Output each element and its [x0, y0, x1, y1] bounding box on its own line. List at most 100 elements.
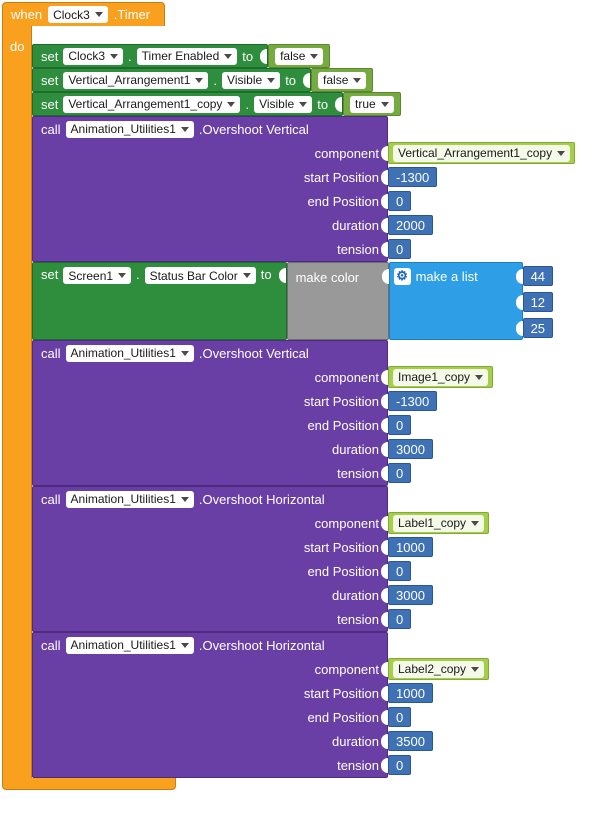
number-block[interactable]: 0: [388, 707, 412, 727]
property-dropdown[interactable]: Visible: [254, 95, 313, 113]
param-row-end-position: end Position 0: [33, 705, 412, 729]
number-block[interactable]: 1000: [388, 683, 433, 703]
param-row-start-position: start Position -1300: [33, 389, 438, 413]
component-getter-block[interactable]: Label1_copy: [388, 512, 490, 534]
value-socket: [381, 539, 388, 555]
number-block[interactable]: 0: [388, 239, 412, 259]
when-block-footer: [2, 778, 176, 790]
number-block[interactable]: 3500: [388, 731, 433, 751]
component-dropdown[interactable]: Vertical_Arrangement1: [63, 71, 209, 89]
extension-dropdown[interactable]: Animation_Utilities1: [65, 636, 194, 654]
mutator-gear-icon[interactable]: ⚙: [393, 267, 411, 285]
number-block[interactable]: 0: [388, 415, 412, 435]
setter-block[interactable]: set Vertical_Arrangement1_copy . Visible…: [32, 92, 344, 116]
value-socket: [381, 661, 388, 677]
value-socket: [381, 193, 388, 209]
number-block[interactable]: 3000: [388, 439, 433, 459]
component-getter-block[interactable]: Label2_copy: [388, 658, 490, 680]
call-overshoot-horizontal-2[interactable]: call Animation_Utilities1 .Overshoot Hor…: [32, 632, 490, 778]
component-getter-block[interactable]: Vertical_Arrangement1_copy: [388, 142, 576, 164]
value-socket: [381, 563, 388, 579]
number-block[interactable]: 2000: [388, 215, 433, 235]
number-block[interactable]: 3000: [388, 585, 433, 605]
dropdown-arrow-icon: [180, 496, 189, 502]
to-label: to: [242, 48, 254, 64]
dropdown-arrow-icon: [380, 101, 389, 107]
event-component-dropdown[interactable]: Clock3: [48, 6, 108, 23]
call-header: call Animation_Utilities1 .Overshoot Ver…: [33, 117, 387, 141]
number-block[interactable]: 0: [388, 609, 412, 629]
logic-false-block[interactable]: false: [268, 44, 331, 68]
value-socket: [381, 587, 388, 603]
number-block[interactable]: 44: [522, 266, 554, 286]
set-keyword: set: [41, 96, 59, 112]
value-socket: [381, 441, 388, 457]
extension-dropdown[interactable]: Animation_Utilities1: [65, 490, 194, 508]
dropdown-arrow-icon: [299, 101, 308, 107]
param-row-start-position: start Position -1300: [33, 165, 438, 189]
number-block[interactable]: 0: [388, 191, 412, 211]
dropdown-arrow-icon: [471, 666, 480, 672]
when-block-header: when Clock3 .Timer: [2, 2, 166, 26]
logic-dropdown[interactable]: false: [318, 71, 367, 89]
when-keyword: when: [11, 7, 43, 22]
to-label: to: [317, 96, 329, 112]
method-name: .Overshoot Vertical: [198, 345, 309, 361]
set-keyword: set: [41, 72, 59, 88]
dropdown-arrow-icon: [471, 520, 480, 526]
param-row-tension: tension 0: [33, 461, 412, 485]
logic-true-block[interactable]: true: [343, 92, 401, 116]
make-color-block[interactable]: make color: [286, 262, 389, 340]
param-row-end-position: end Position 0: [33, 413, 412, 437]
value-socket: [381, 515, 388, 531]
value-socket: [381, 393, 388, 409]
value-socket: [335, 96, 343, 112]
number-block[interactable]: 1000: [388, 537, 433, 557]
value-socket: [381, 465, 388, 481]
set-keyword: set: [41, 48, 59, 64]
call-keyword: call: [41, 491, 61, 507]
call-overshoot-vertical-2[interactable]: call Animation_Utilities1 .Overshoot Ver…: [32, 340, 494, 486]
number-block[interactable]: -1300: [388, 167, 438, 187]
component-getter-dropdown[interactable]: Vertical_Arrangement1_copy: [393, 144, 571, 162]
when-clock3-timer-block[interactable]: when Clock3 .Timer do set Clock3: [2, 2, 576, 790]
setter-block[interactable]: set Vertical_Arrangement1 . Visible to: [32, 68, 312, 92]
dot-label: .: [245, 96, 250, 112]
component-getter-dropdown[interactable]: Label2_copy: [393, 660, 485, 678]
number-block[interactable]: -1300: [388, 391, 438, 411]
dot-label: .: [128, 48, 132, 64]
event-name: .Timer: [113, 7, 151, 22]
logic-false-block[interactable]: false: [311, 68, 374, 92]
component-dropdown[interactable]: Clock3: [63, 47, 124, 65]
logic-dropdown[interactable]: true: [350, 95, 394, 113]
value-socket: [381, 757, 388, 773]
property-dropdown[interactable]: Timer Enabled: [136, 47, 238, 65]
component-getter-dropdown[interactable]: Label1_copy: [393, 514, 485, 532]
param-row-component: component Vertical_Arrangement1_copy: [33, 141, 576, 165]
dropdown-arrow-icon: [267, 77, 276, 83]
setter-block[interactable]: set Screen1 . Status Bar Color to: [32, 262, 287, 340]
component-dropdown[interactable]: Vertical_Arrangement1_copy: [63, 95, 241, 113]
logic-dropdown[interactable]: false: [275, 47, 324, 65]
component-getter-dropdown[interactable]: Image1_copy: [393, 368, 489, 386]
call-overshoot-vertical-1[interactable]: call Animation_Utilities1 .Overshoot Ver…: [32, 116, 576, 262]
number-block[interactable]: 0: [388, 561, 412, 581]
to-label: to: [285, 72, 297, 88]
component-getter-block[interactable]: Image1_copy: [388, 366, 494, 388]
number-block[interactable]: 0: [388, 463, 412, 483]
component-dropdown[interactable]: Screen1: [63, 267, 132, 284]
number-block[interactable]: 0: [388, 755, 412, 775]
make-a-list-block[interactable]: ⚙ make a list 44 12 25: [388, 262, 554, 340]
extension-dropdown[interactable]: Animation_Utilities1: [65, 120, 194, 138]
number-block[interactable]: 12: [522, 292, 554, 312]
call-overshoot-horizontal-1[interactable]: call Animation_Utilities1 .Overshoot Hor…: [32, 486, 490, 632]
dropdown-arrow-icon: [557, 150, 566, 156]
property-dropdown[interactable]: Visible: [222, 71, 281, 89]
param-row-duration: duration 3500: [33, 729, 433, 753]
setter-block[interactable]: set Clock3 . Timer Enabled to: [32, 44, 269, 68]
property-dropdown[interactable]: Status Bar Color: [144, 267, 256, 284]
param-row-duration: duration 3000: [33, 583, 433, 607]
number-block[interactable]: 25: [522, 318, 554, 338]
extension-dropdown[interactable]: Animation_Utilities1: [65, 344, 194, 362]
value-socket: [381, 269, 389, 284]
